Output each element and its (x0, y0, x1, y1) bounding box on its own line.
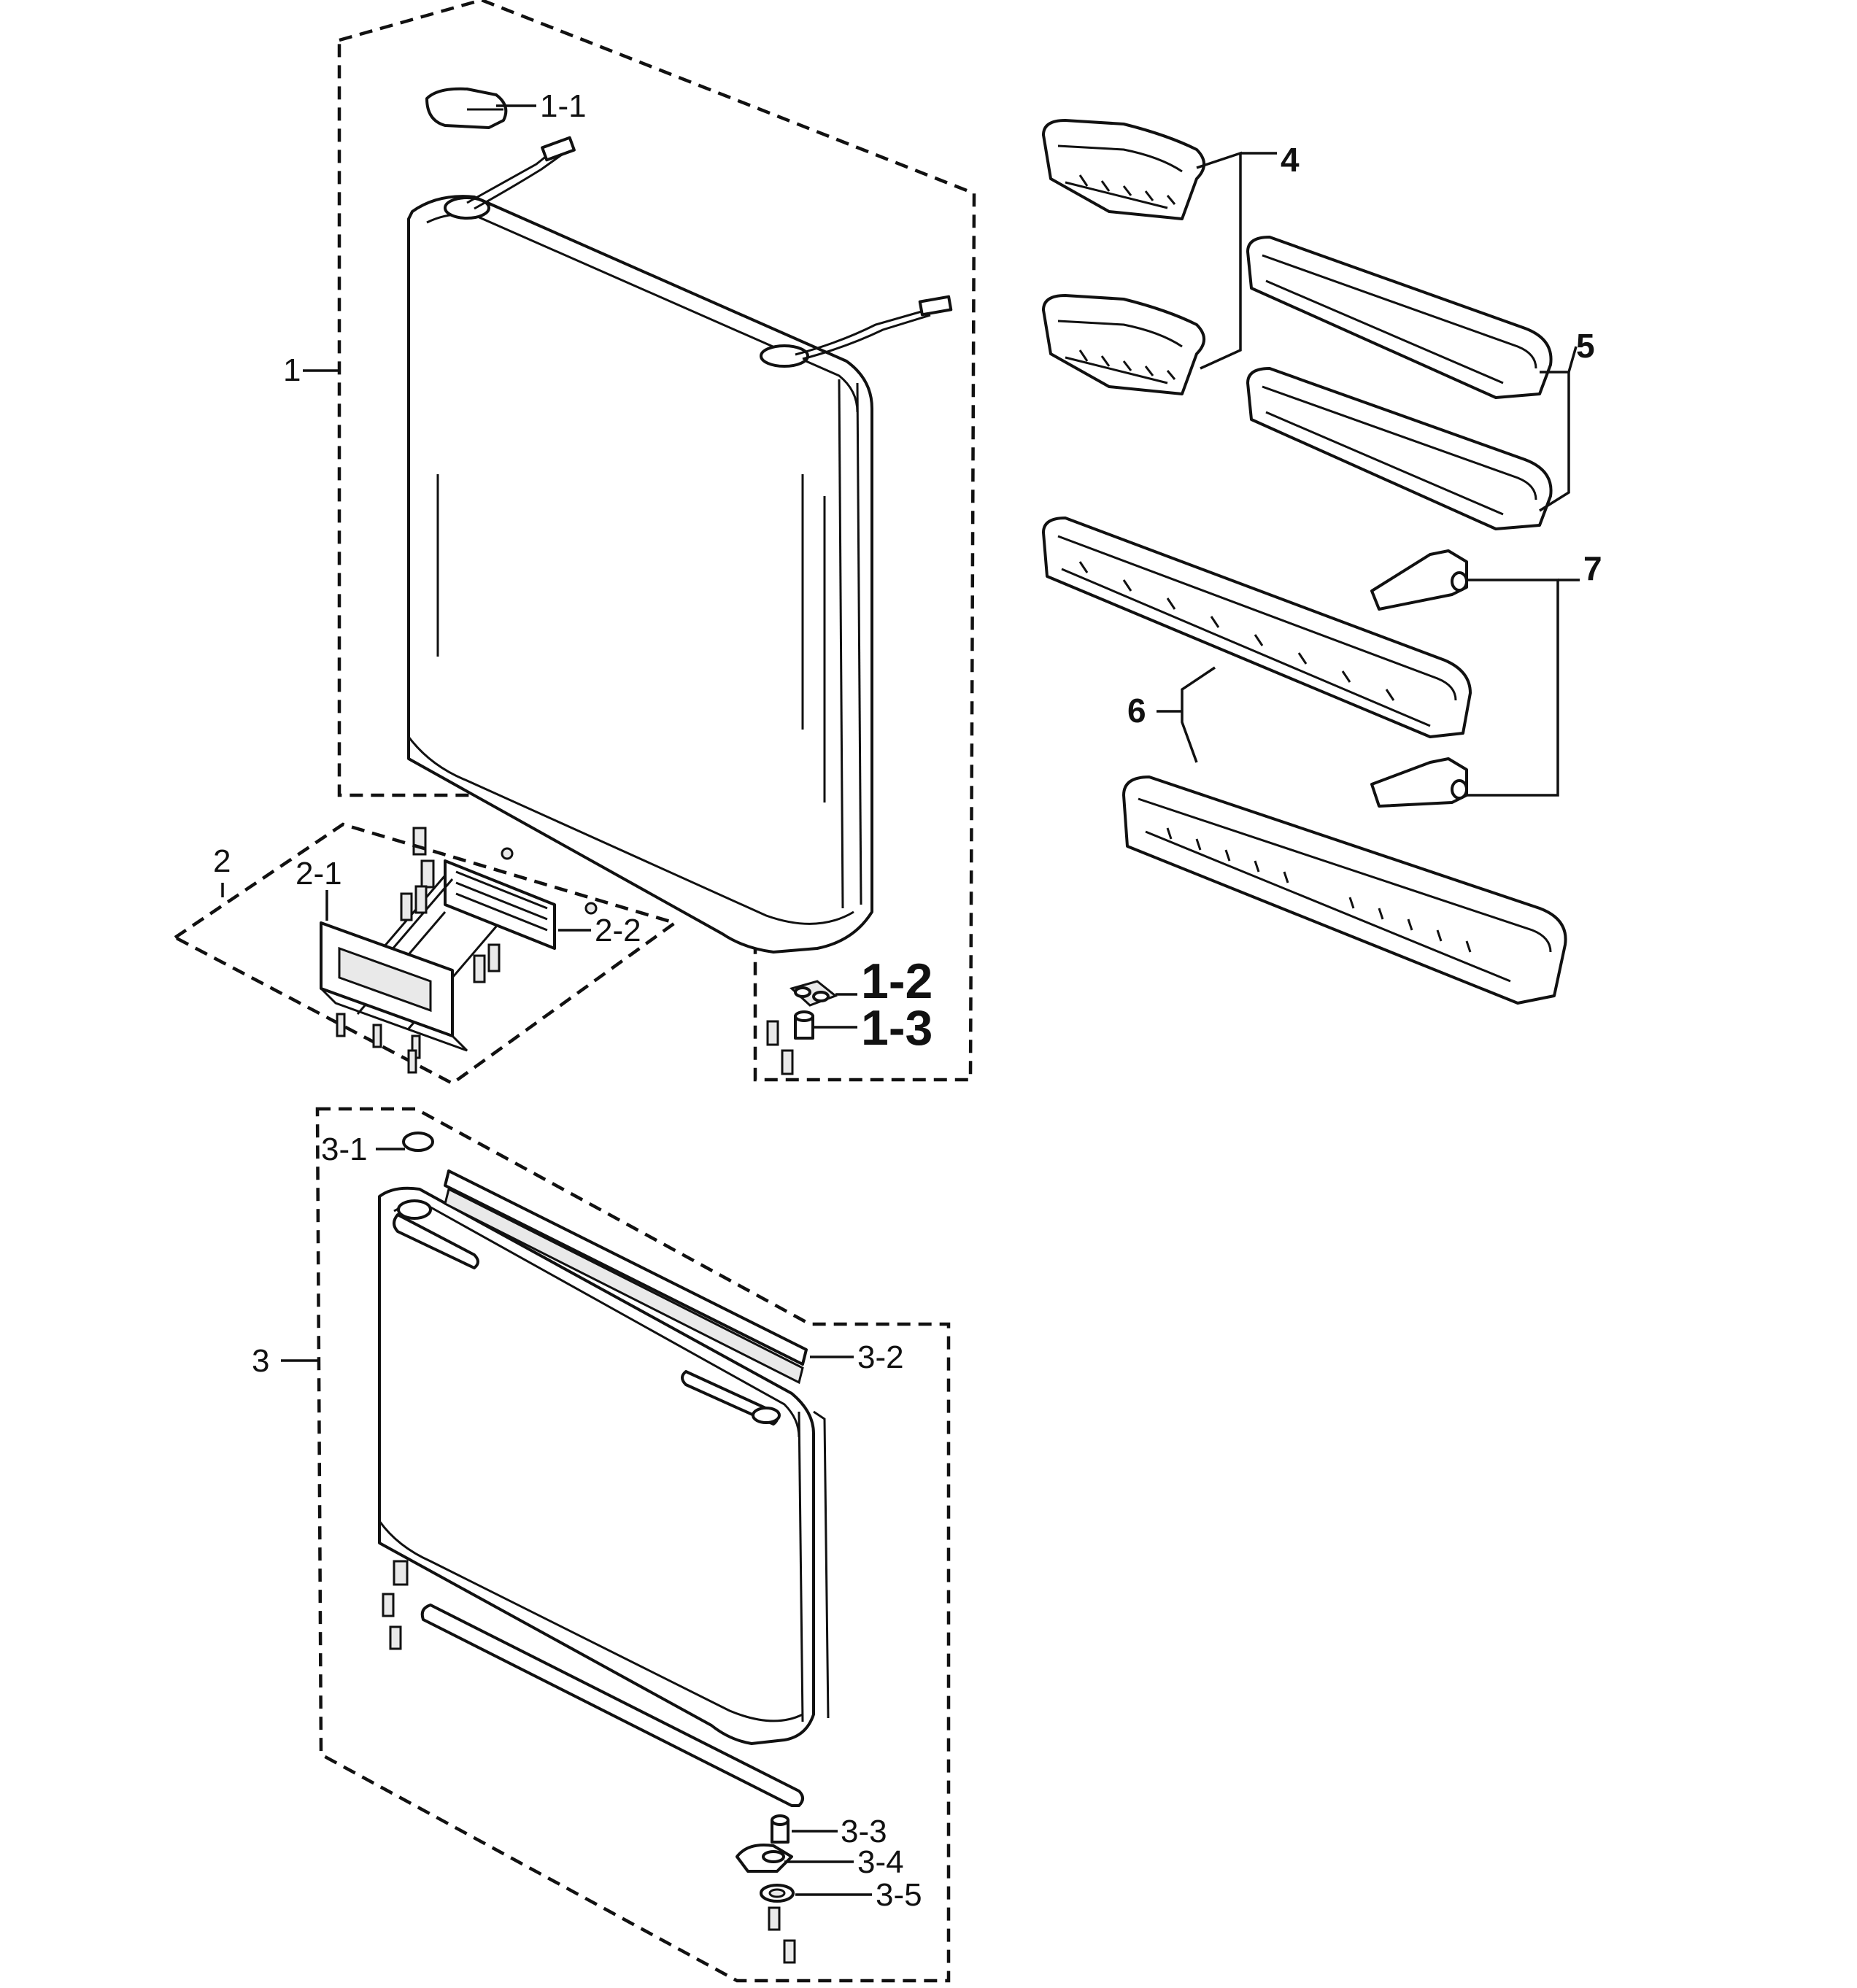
part-6-door-shelves: 6 (1042, 517, 1567, 1005)
group-1-boundary (337, 0, 976, 1082)
callout-5: 5 (1576, 327, 1595, 365)
top-hole-right (760, 344, 809, 368)
callout-3-2: 3-2 (857, 1339, 904, 1375)
hinge-screw (781, 1049, 794, 1075)
callout-1-2: 1-2 (861, 954, 933, 1009)
shelf-upper (1042, 517, 1472, 738)
callout-7: 7 (1583, 549, 1602, 587)
clip-upper (1370, 549, 1468, 611)
clip-lower (1370, 757, 1468, 808)
small-bin-upper (1042, 119, 1205, 220)
part-5-long-bins: 5 (1246, 236, 1595, 530)
part-3-3-pin (771, 1814, 789, 1844)
shelf-lower (1122, 776, 1567, 1005)
bottom-door-strip (420, 1604, 804, 1807)
callout-1: 1 (283, 352, 301, 388)
long-bin-lower (1246, 367, 1553, 530)
callout-2-1: 2-1 (296, 856, 342, 891)
door-screw (412, 827, 427, 856)
upper-door-panel (407, 136, 953, 954)
long-bin-upper (1246, 236, 1553, 399)
group-3-lower-door: 3-1 3-2 3 3-3 (252, 1107, 951, 1983)
door-screw (420, 859, 435, 889)
part-3-4-hinge (736, 1844, 793, 1873)
part-1-3-bushing (794, 1010, 814, 1040)
callout-2: 2 (213, 843, 231, 879)
callout-3-3: 3-3 (841, 1814, 887, 1849)
part-3-2-top-strip (444, 1169, 808, 1385)
top-hole-left (444, 196, 490, 220)
callout-2-2: 2-2 (595, 913, 641, 948)
lower-door-panel (378, 1186, 830, 1745)
part-4-small-bins: 4 (1042, 119, 1300, 395)
callout-3-4: 3-4 (857, 1844, 904, 1880)
group-3-boundary (315, 1107, 951, 1983)
part-3-5-washer (760, 1884, 795, 1903)
part-1-2-bottom-hinge (789, 980, 838, 1007)
callout-3: 3 (252, 1343, 269, 1379)
callout-3-5: 3-5 (876, 1877, 922, 1913)
callout-3-1: 3-1 (321, 1132, 368, 1167)
callout-1-3: 1-3 (861, 1000, 933, 1056)
hinge-screw (766, 1020, 779, 1046)
group-2-boundary (171, 822, 679, 1086)
group-2-handle-bracket: 2 2-1 2-2 (171, 822, 679, 1086)
part-7-clips: 7 (1370, 549, 1602, 808)
callout-4: 4 (1281, 141, 1300, 179)
small-bin-lower (1042, 294, 1205, 395)
callout-1-1: 1-1 (540, 88, 587, 124)
part-3-1-cap (402, 1132, 434, 1152)
part-2-2-bracket (444, 859, 556, 950)
part-1-1-hinge-cover (425, 87, 508, 129)
callout-6: 6 (1127, 692, 1146, 730)
group-1-upper-door: 1-1 1 1-2 1-3 (283, 0, 976, 1082)
